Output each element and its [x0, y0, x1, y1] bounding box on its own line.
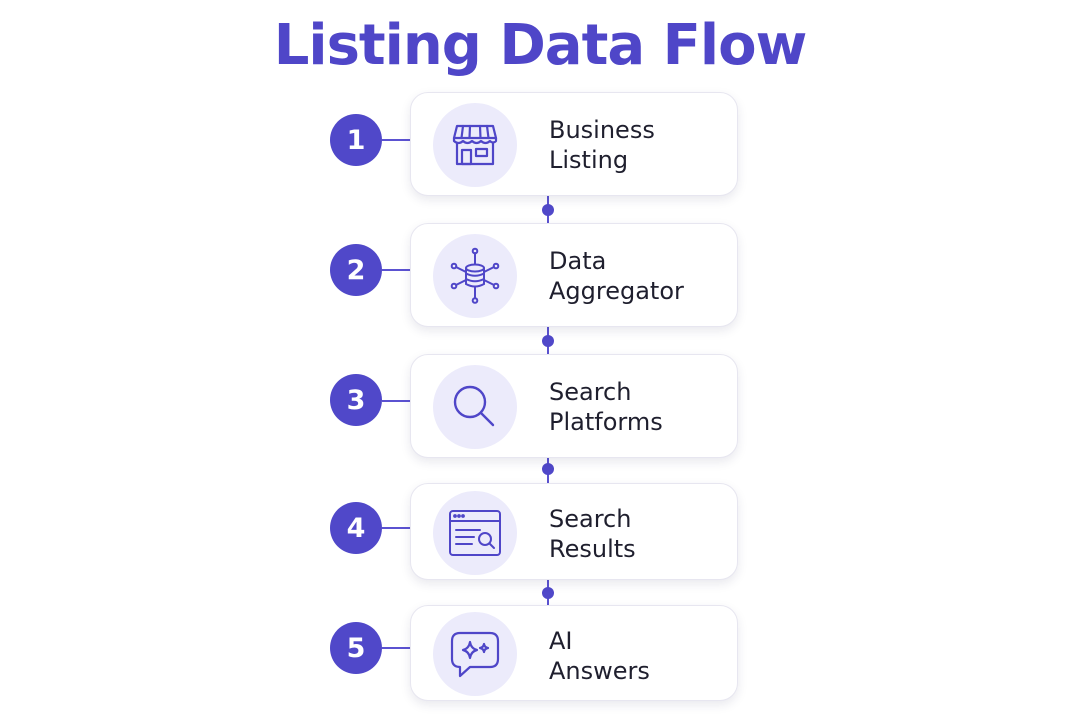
step-connector-line: [382, 400, 410, 402]
step-connector-line: [382, 139, 410, 141]
step-number-badge: 3: [330, 374, 382, 426]
icon-badge: [433, 365, 517, 449]
flow-dot-4: [542, 587, 554, 599]
diagram-title: Listing Data Flow: [273, 13, 808, 78]
step-label: Data Aggregator: [549, 246, 729, 306]
step-label-line2: Listing: [549, 146, 629, 174]
step-label: Search Results: [549, 504, 729, 564]
step-label: Business Listing: [549, 115, 729, 175]
flow-dot-1: [542, 204, 554, 216]
step-label: AI Answers: [549, 626, 729, 686]
flow-dot-2: [542, 335, 554, 347]
flow-dot-3: [542, 463, 554, 475]
step-connector-line: [382, 269, 410, 271]
step-number-badge: 1: [330, 114, 382, 166]
storefront-icon: [452, 124, 498, 166]
step-card-data-aggregator: Data Aggregator: [410, 223, 738, 327]
step-card-ai-answers: AI Answers: [410, 605, 738, 701]
step-connector-line: [382, 647, 410, 649]
step-card-search-results: Search Results: [410, 483, 738, 580]
chat-sparkle-icon: [450, 631, 500, 678]
step-label-line2: Answers: [549, 657, 650, 685]
icon-badge: [433, 234, 517, 318]
step-label-line1: Data: [549, 247, 607, 275]
step-connector-line: [382, 527, 410, 529]
database-network-icon: [450, 247, 500, 304]
step-card-search-platforms: Search Platforms: [410, 354, 738, 458]
magnifier-icon: [453, 385, 495, 427]
step-label-line2: Aggregator: [549, 277, 684, 305]
icon-badge: [433, 612, 517, 696]
step-label-line1: Business: [549, 116, 655, 144]
step-label-line1: Search: [549, 378, 632, 406]
step-label: Search Platforms: [549, 377, 729, 437]
step-number-badge: 2: [330, 244, 382, 296]
step-label-line2: Results: [549, 535, 636, 563]
icon-badge: [433, 103, 517, 187]
step-label-line1: Search: [549, 505, 632, 533]
step-label-line1: AI: [549, 627, 573, 655]
browser-search-icon: [449, 510, 501, 556]
icon-badge: [433, 491, 517, 575]
step-label-line2: Platforms: [549, 408, 663, 436]
step-number-badge: 5: [330, 622, 382, 674]
step-card-business-listing: Business Listing: [410, 92, 738, 196]
step-number-badge: 4: [330, 502, 382, 554]
